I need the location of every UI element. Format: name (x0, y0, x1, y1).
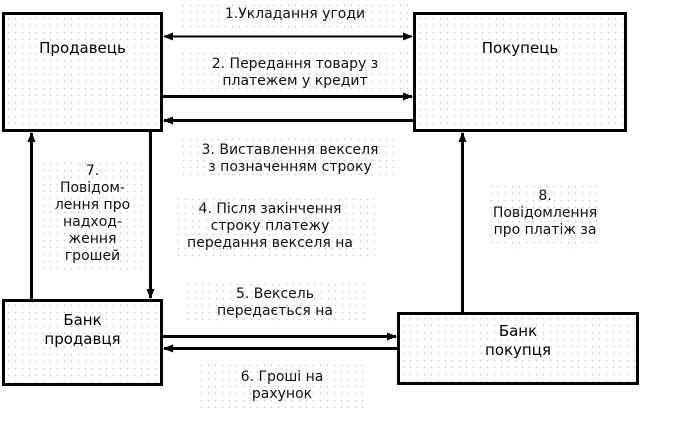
edge-8-line-1: 8. (538, 188, 552, 204)
node-buyer: Покупець (413, 12, 627, 132)
node-seller-bank-label-line1: Банк (63, 311, 102, 329)
node-seller-bank-label-line2: продавця (44, 330, 121, 348)
edge-7-line-3: лення про (54, 197, 131, 213)
node-buyer-bank-label-line2: покупця (485, 341, 551, 359)
caption-bg-4 (175, 196, 375, 260)
edge-4-line-1: 4. Після закінчення (198, 201, 342, 217)
edge-7-line-4: надход- (63, 214, 122, 230)
edge-1-caption: 1.Укладання угоди (180, 6, 410, 23)
edge-5-line-1: 5. Вексель (236, 286, 314, 302)
node-buyer-bank-label-line1: Банк (498, 322, 538, 340)
edge-3-line-2: з позначенням строку (208, 159, 372, 175)
edge-6-line-2: рахунок (251, 386, 313, 402)
node-seller-label: Продавець (39, 39, 126, 57)
caption-bg-2 (180, 50, 410, 94)
edge-3-caption: 3. Виставлення векселя з позначенням стр… (180, 142, 400, 176)
edge-8-line-3: про платіж за (493, 222, 597, 238)
edge-4-caption: 4. Після закінчення строку платежу перед… (170, 201, 370, 252)
edge-4-line-2: строку платежу (210, 218, 330, 234)
node-buyer-label: Покупець (481, 39, 559, 57)
edge-4-line-3: передання векселя на (187, 235, 353, 251)
edge-5-line-2: передається на (217, 303, 333, 319)
caption-bg-8 (488, 183, 602, 249)
edge-5-caption: 5. Вексель передається на (185, 286, 365, 320)
edge-2-line-1: 2. Передання товару з (211, 56, 379, 72)
edge-6-line-1: 6. Гроші на (240, 369, 324, 385)
caption-bg-3 (180, 136, 400, 180)
caption-bg-5 (185, 281, 365, 323)
edge-8-caption: 8. Повідомлення про платіж за (488, 188, 602, 239)
caption-bg-7 (40, 160, 145, 272)
edge-7-line-5: ження (68, 231, 117, 247)
edge-7-line-1: 7. (85, 163, 100, 179)
node-seller: Продавець (2, 12, 163, 132)
edge-7-line-2: Повідом- (59, 180, 126, 196)
caption-bg-6 (198, 362, 366, 408)
edge-7-line-6: грошей (64, 248, 121, 264)
edge-6-caption: 6. Гроші на рахунок (198, 369, 366, 403)
edge-8-line-2: Повідомлення (492, 205, 598, 221)
edge-3-line-1: 3. Виставлення векселя (201, 142, 379, 158)
edge-1-line-1: 1.Укладання угоди (224, 6, 366, 22)
edge-2-caption: 2. Передання товару з платежем у кредит (180, 56, 410, 90)
caption-bg-1 (180, 2, 410, 32)
node-buyer-bank: Банк покупця (397, 312, 639, 385)
edge-2-line-2: платежем у кредит (222, 73, 368, 89)
edge-7-caption: 7. Повідом- лення про надход- ження грош… (40, 163, 145, 271)
node-seller-bank: Банк продавця (2, 299, 163, 386)
